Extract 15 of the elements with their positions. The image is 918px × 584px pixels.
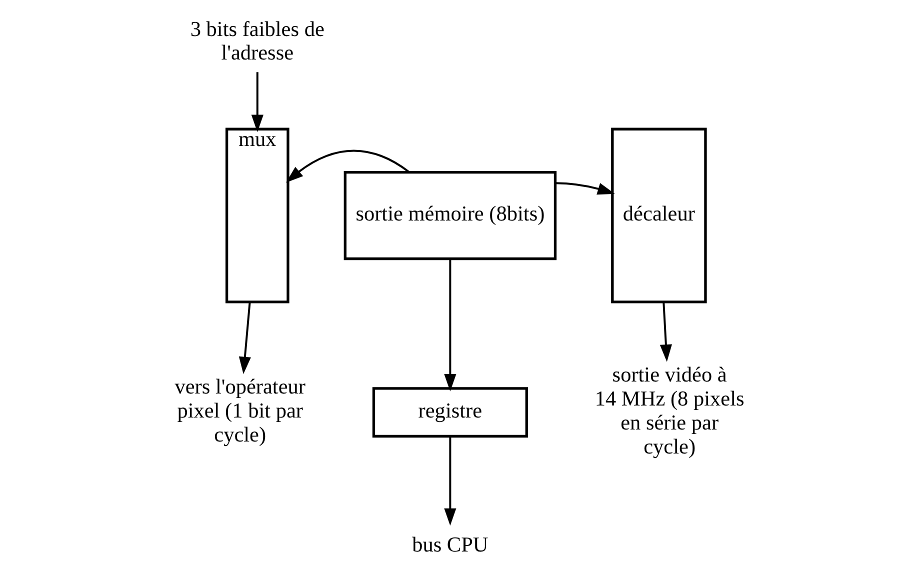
arrow: [444, 436, 456, 526]
node-box: sortie mémoire (8bits): [343, 171, 556, 260]
arrow: [659, 302, 672, 362]
node-text: vers l'opérateur pixel (1 bit par cycle): [174, 374, 305, 446]
arrow: [444, 259, 456, 392]
node-box: mux: [224, 128, 289, 304]
arrow: [285, 150, 410, 183]
arrow: [554, 182, 614, 195]
arrow: [250, 72, 263, 132]
node-text: 3 bits faibles de l'adresse: [190, 16, 324, 65]
node-box: registre: [372, 387, 528, 438]
node-text: bus CPU: [412, 532, 488, 557]
node-box: décaleur: [610, 128, 706, 304]
node-text: sortie vidéo à 14 MHz (8 pixels en série par cycle): [594, 362, 744, 458]
arrow: [238, 302, 250, 374]
